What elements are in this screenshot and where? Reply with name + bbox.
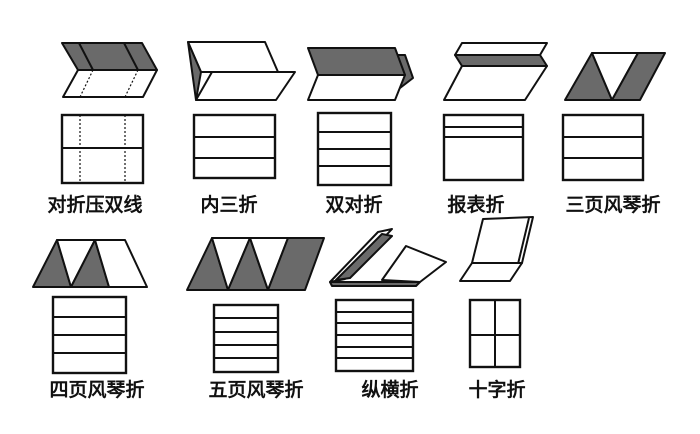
shaded-panel	[611, 52, 666, 101]
sheet-outline	[212, 303, 280, 374]
fold-illustration	[61, 42, 158, 98]
fold-flat-layout	[468, 298, 522, 369]
fold-label: 内三折	[200, 193, 257, 216]
fold-illustration	[307, 47, 414, 101]
fold-illustration	[32, 239, 148, 288]
crease-line	[124, 69, 139, 98]
fold-item-three-page-accordion: 三页风琴折	[561, 52, 666, 216]
fold-flat-layout	[561, 113, 645, 182]
fold-illustration	[459, 216, 534, 282]
fold-label: 双对折	[325, 193, 382, 216]
white-panel	[62, 69, 158, 98]
fold-flat-layout	[192, 113, 277, 180]
sheet-outline	[442, 113, 525, 182]
fold-label: 对折压双线	[47, 193, 142, 216]
white-panel	[459, 262, 523, 282]
fold-item-double-crease: 对折压双线	[47, 42, 158, 216]
fold-label: 十字折	[468, 378, 525, 401]
crease-line	[517, 217, 530, 265]
fold-label: 报表折	[447, 193, 504, 216]
fold-illustration	[329, 228, 447, 287]
fold-item-report-fold: 报表折	[442, 42, 548, 216]
shaded-panel	[454, 54, 548, 67]
white-panel	[94, 239, 148, 288]
shaded-panel	[335, 233, 393, 281]
white-panel	[187, 41, 279, 73]
fold-illustration	[186, 237, 325, 291]
fold-flat-layout	[51, 295, 128, 375]
shaded-panel	[267, 237, 325, 291]
fold-illustration	[564, 52, 666, 101]
fold-flat-layout	[60, 113, 145, 185]
fold-item-cross-parallel: 纵横折	[329, 228, 447, 401]
fold-flat-layout	[316, 111, 393, 187]
fold-item-inner-trifold: 内三折	[187, 41, 296, 216]
sheet-outline	[561, 113, 645, 182]
fold-label: 纵横折	[361, 378, 418, 401]
white-panel	[443, 65, 548, 101]
fold-item-cross-fold: 十字折	[459, 216, 534, 401]
fold-item-double-parallel: 双对折	[307, 47, 414, 216]
shaded-panel	[61, 42, 158, 71]
white-panel	[454, 42, 548, 56]
fold-flat-layout	[334, 298, 415, 373]
fold-label: 五页风琴折	[208, 379, 303, 401]
fold-flat-layout	[212, 303, 280, 374]
fold-item-four-page-accordion: 四页风琴折	[32, 239, 148, 401]
fold-illustration	[187, 41, 296, 101]
crease-line	[79, 69, 94, 98]
sheet-outline	[192, 113, 277, 180]
shaded-panel	[187, 41, 202, 101]
fold-item-five-page-accordion: 五页风琴折	[186, 237, 325, 401]
fold-illustration	[443, 42, 548, 101]
fold-label: 四页风琴折	[49, 379, 144, 401]
fold-flat-layout	[442, 113, 525, 182]
shaded-panel	[307, 47, 406, 76]
white-panel	[307, 74, 406, 101]
crease-line	[123, 42, 139, 71]
fold-label: 三页风琴折	[565, 194, 660, 216]
crease-line	[78, 42, 94, 71]
white-panel	[381, 245, 447, 283]
white-panel	[195, 71, 296, 101]
shaded-base	[329, 281, 421, 287]
